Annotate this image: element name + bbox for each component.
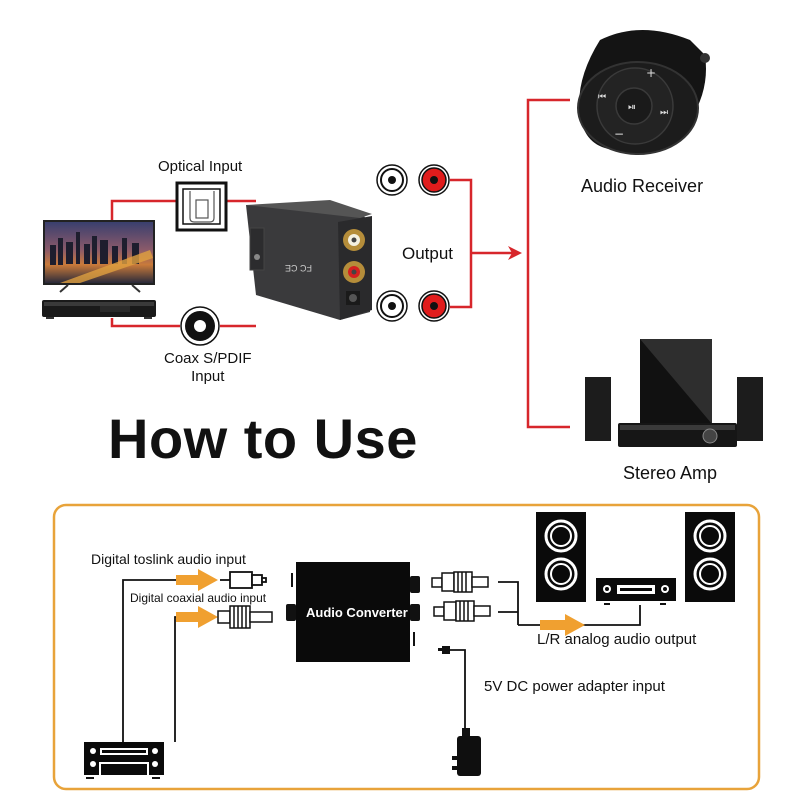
toslink-wire	[122, 579, 200, 742]
page-title: How to Use	[108, 407, 418, 470]
rca-white-jack	[343, 229, 365, 251]
audio-receiver-label: Audio Receiver	[581, 176, 704, 196]
rca-red-jack	[343, 261, 365, 283]
coax-input-label-line2: Input	[191, 368, 225, 385]
coax-wire	[174, 616, 200, 742]
output-rca-white-bottom	[376, 290, 408, 322]
tv-icon	[43, 220, 155, 293]
power-adapter-icon	[452, 728, 481, 776]
toslink-input-label: Digital toslink audio input	[91, 551, 246, 567]
rca-left-wire	[498, 581, 519, 625]
dvd-to-coax-wire	[110, 318, 180, 328]
audio-converter-box	[286, 562, 420, 662]
coaxial-input-label: Digital coaxial audio input	[130, 591, 267, 605]
output-arrow-head	[508, 246, 522, 260]
audio-converter-label: Audio Converter	[306, 605, 408, 620]
power-wire	[446, 649, 466, 737]
svg-text:⏯: ⏯	[628, 102, 636, 113]
speaker-right-icon	[685, 512, 735, 602]
output-bracket-wire	[450, 178, 473, 309]
svg-text:−: −	[614, 127, 624, 141]
toslink-plug-icon	[220, 571, 267, 589]
svg-text:⏭: ⏭	[660, 108, 668, 118]
svg-text:+: +	[646, 66, 656, 80]
toslink-arrow	[176, 569, 218, 591]
amplifier-icon	[596, 578, 676, 605]
coax-arrow	[176, 606, 218, 628]
source-player-icon	[84, 742, 164, 779]
coax-input-label-line1: Coax S/PDIF	[164, 350, 252, 367]
rca-plug-bottom-icon	[433, 600, 491, 622]
coaxial-plug-icon	[217, 605, 273, 629]
rca-plug-top-icon	[431, 571, 489, 593]
speaker-left-icon	[536, 512, 586, 602]
stereo-amp-label: Stereo Amp	[623, 463, 718, 483]
svg-text:⏮: ⏮	[598, 92, 606, 102]
audio-receiver-icon: ⏯ + ⏮ ⏭ −	[577, 30, 710, 155]
analog-output-label: L/R analog audio output	[537, 631, 697, 648]
power-adapter-label: 5V DC power adapter input	[484, 678, 665, 695]
coax-input-label: Coax S/PDIF Input	[164, 350, 252, 385]
svg-text:FC CE: FC CE	[285, 263, 312, 273]
converter-device-icon: FC CE	[246, 200, 372, 320]
output-rca-white-top	[376, 164, 408, 196]
power-plug-tip-icon	[438, 646, 450, 654]
orange-arrows	[176, 569, 585, 636]
distribution-wire	[526, 98, 570, 429]
output-rca-red-bottom	[418, 290, 450, 322]
instructions-frame	[52, 503, 761, 791]
tv-to-optical-wire	[110, 199, 176, 222]
red-wires	[110, 98, 570, 429]
analog-output-arrow	[540, 614, 585, 636]
coax-port-icon	[180, 306, 220, 346]
stereo-amp-icon	[585, 339, 763, 447]
output-label: Output	[402, 244, 454, 263]
optical-input-label: Optical Input	[158, 158, 243, 175]
optical-port-icon	[175, 181, 228, 232]
dvd-player-icon	[42, 300, 156, 319]
output-rca-red-top	[418, 164, 450, 196]
